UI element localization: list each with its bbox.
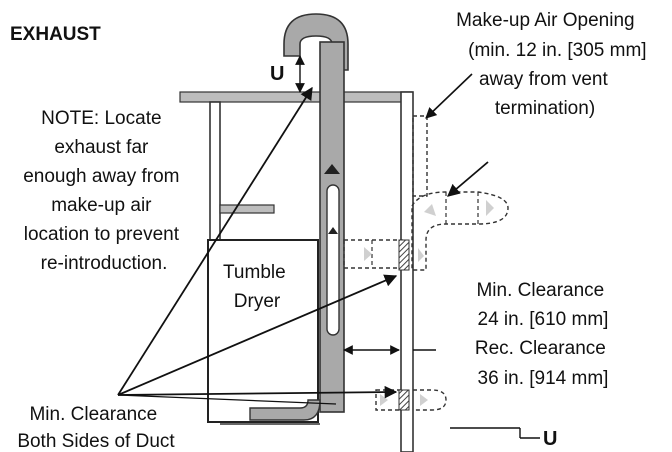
flow-up-arrow-top	[324, 164, 340, 174]
dashed-flow-arrow-3	[424, 204, 436, 216]
u-dimension-bottom	[450, 427, 540, 439]
partition-ledge	[219, 204, 275, 214]
note-leader-arrows	[117, 86, 398, 405]
dashed-duct-upper	[411, 191, 509, 271]
min-clearance-24-label: Min. Clearance 24 in. [610 mm]	[476, 280, 609, 330]
flow-up-arrow-mid	[328, 227, 338, 234]
dashed-duct-horizontal	[343, 239, 403, 269]
wall-sleeve-hatch-upper	[398, 239, 410, 271]
lower-vent-route	[375, 389, 447, 411]
dryer-label: Tumble Dryer	[223, 262, 291, 312]
note-text: NOTE: Locate exhaust far enough away fro…	[23, 108, 185, 274]
right-exterior-wall	[400, 91, 414, 452]
duct-slot	[326, 184, 340, 336]
dashed-flow-arrow-2	[418, 248, 424, 262]
dashed-flow-arrow-4	[486, 200, 494, 216]
u-label-bottom: U	[543, 428, 557, 450]
exhaust-duct	[249, 13, 349, 421]
makeup-air-leader	[425, 73, 473, 119]
u-label-top: U	[270, 63, 284, 85]
alternate-vent-route	[343, 161, 509, 271]
tumble-dryer-box	[207, 239, 319, 423]
dashed-flow-arrow-1	[364, 247, 372, 261]
vent-pointer-arrow	[447, 161, 489, 197]
makeup-air-label: Make-up Air Opening (min. 12 in. [305 mm…	[456, 10, 652, 119]
wall-sleeve-hatch-lower	[398, 389, 410, 411]
roof-slab	[179, 91, 413, 103]
title-exhaust: EXHAUST	[10, 24, 101, 45]
makeup-air-opening	[412, 115, 428, 197]
duct-elbow	[249, 399, 321, 421]
bottom-clearance-label: Min. Clearance Both Sides of Duct	[17, 404, 175, 452]
rec-clearance-36-label: Rec. Clearance 36 in. [914 mm]	[475, 338, 611, 389]
